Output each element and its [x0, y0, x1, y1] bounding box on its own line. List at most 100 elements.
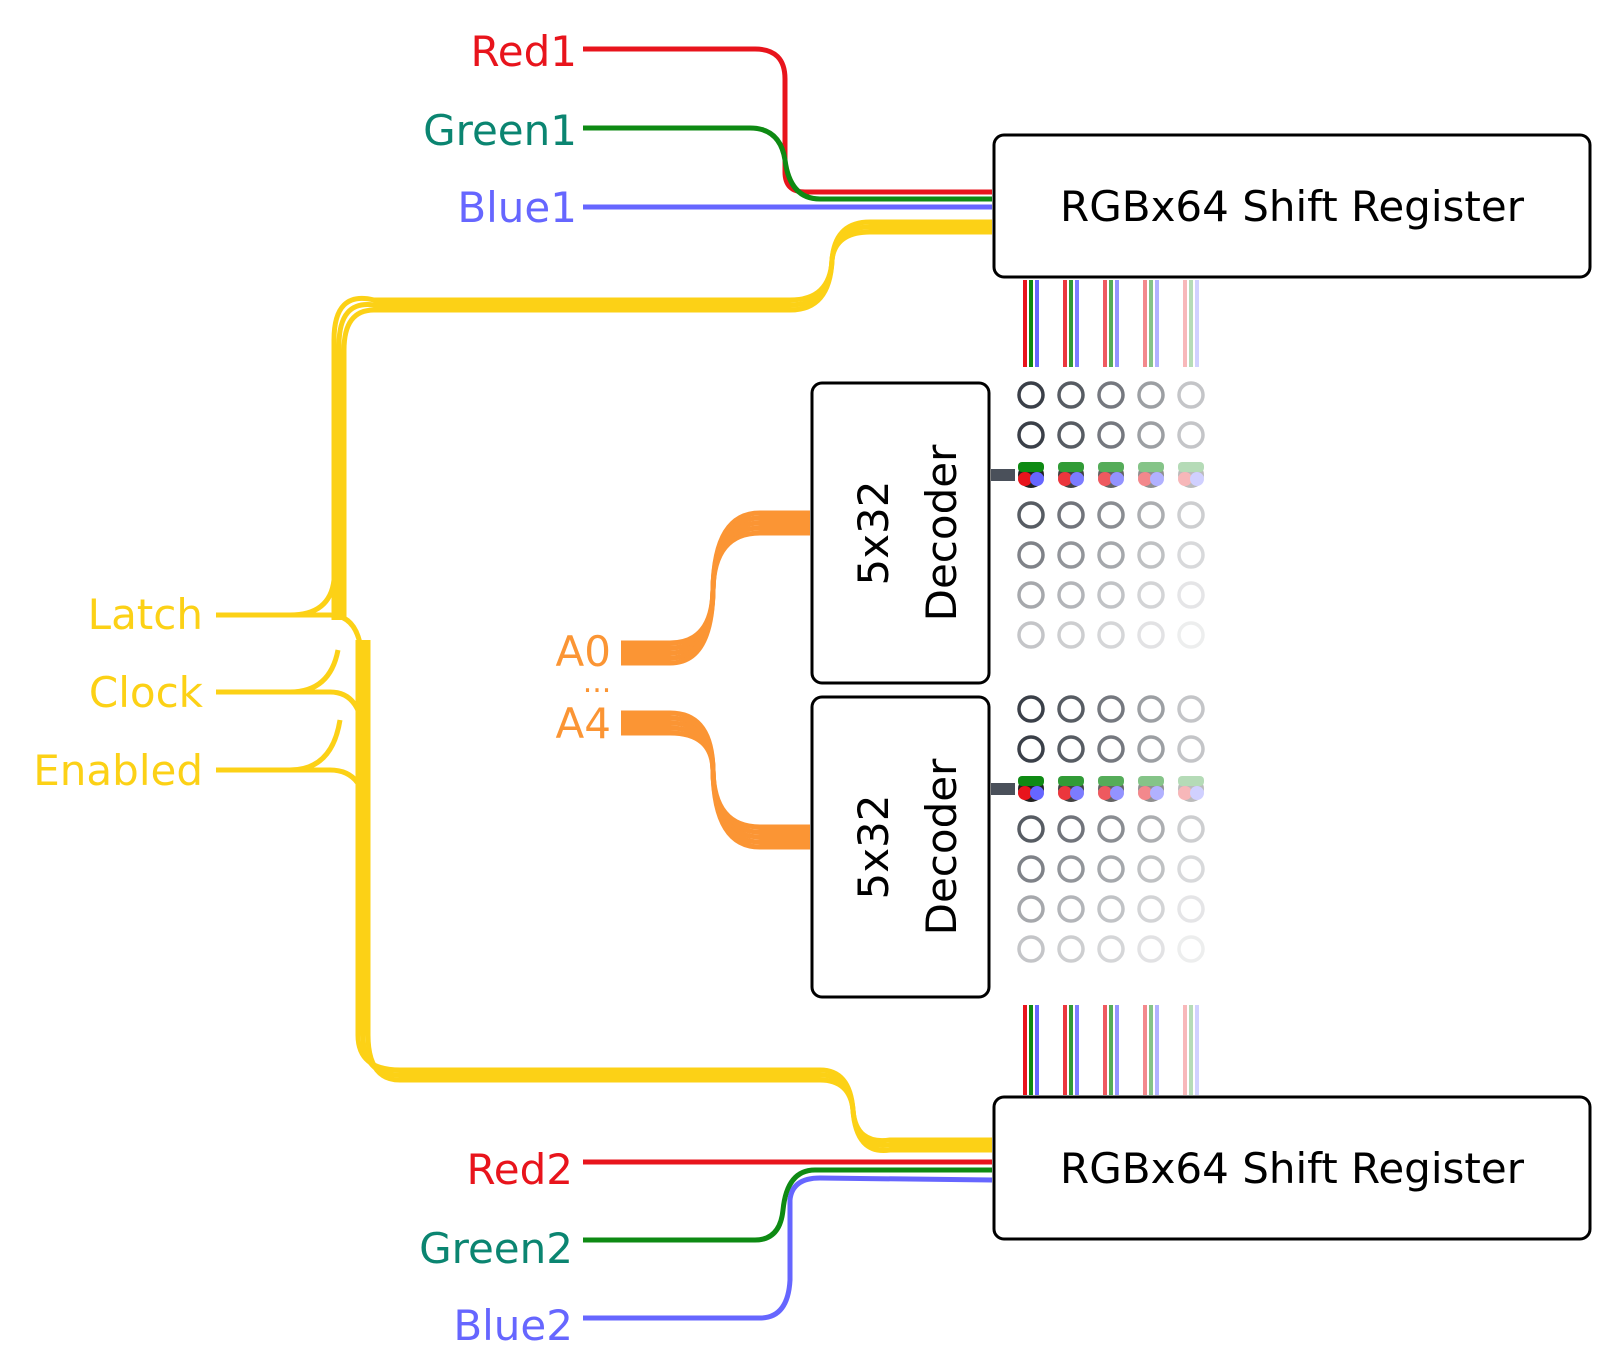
address-label-a0: A0: [556, 627, 611, 676]
row-driver-top: [991, 469, 1015, 481]
led: [1017, 895, 1045, 923]
led-active: [1018, 776, 1044, 802]
decoder-top-name-label: Decoder: [917, 444, 966, 621]
led: [1177, 621, 1205, 649]
led: [1177, 735, 1205, 763]
wire-clock: [216, 649, 341, 695]
address-bus-wires: [621, 510, 810, 850]
led: [1137, 581, 1165, 609]
address-line-top: [621, 525, 810, 661]
signal-label-red1: Red1: [470, 27, 577, 76]
led: [1057, 815, 1085, 843]
led: [1177, 381, 1205, 409]
wire-latch: [216, 579, 337, 618]
led: [1177, 855, 1205, 883]
signal-label-enabled: Enabled: [33, 746, 203, 795]
led: [1177, 541, 1205, 569]
led: [1057, 695, 1085, 723]
led: [1177, 895, 1205, 923]
wire-enabled: [216, 719, 343, 773]
led: [1097, 381, 1125, 409]
led-active: [1058, 776, 1084, 802]
control-bus-wires: [216, 219, 992, 1153]
led: [1017, 581, 1045, 609]
led-active: [1018, 462, 1044, 488]
led: [1097, 855, 1125, 883]
led: [1097, 695, 1125, 723]
led: [1137, 381, 1165, 409]
led: [1097, 541, 1125, 569]
led: [1097, 581, 1125, 609]
led: [1097, 421, 1125, 449]
shift-register-top-label: RGBx64 Shift Register: [1060, 182, 1525, 231]
led-active: [1138, 776, 1164, 802]
decoder-bottom: 5x32 Decoder: [810, 695, 991, 999]
led: [1137, 815, 1165, 843]
wire-latch-branch: [290, 612, 365, 661]
shift-register-bottom: RGBx64 Shift Register: [992, 1095, 1592, 1241]
address-label-a4: A4: [556, 699, 611, 748]
shift-register-top: RGBx64 Shift Register: [992, 133, 1592, 279]
led: [1017, 695, 1045, 723]
address-line-bottom: [621, 730, 810, 850]
led-active: [1138, 462, 1164, 488]
led: [1177, 935, 1205, 963]
wire-blue2: [583, 1175, 993, 1321]
signal-label-clock: Clock: [89, 668, 204, 717]
led: [1137, 421, 1165, 449]
led: [1137, 935, 1165, 963]
signal-label-red2: Red2: [466, 1145, 573, 1194]
led: [1057, 381, 1085, 409]
led: [1097, 735, 1125, 763]
control-bus-bottom-line: [365, 640, 992, 1153]
led: [1137, 541, 1165, 569]
led: [1097, 815, 1125, 843]
led: [1017, 815, 1045, 843]
signal-label-green2: Green2: [419, 1224, 573, 1273]
led: [1017, 381, 1045, 409]
led: [1137, 735, 1165, 763]
shift-register-bottom-label: RGBx64 Shift Register: [1060, 1144, 1525, 1193]
led-active: [1178, 462, 1204, 488]
led: [1017, 935, 1045, 963]
led: [1137, 855, 1165, 883]
wire-green1: [583, 125, 992, 202]
led: [1177, 815, 1205, 843]
led-active: [1178, 776, 1204, 802]
wire-green2: [583, 1167, 992, 1243]
decoder-top-size-label: 5x32: [849, 480, 898, 585]
led: [1177, 695, 1205, 723]
led: [1017, 501, 1045, 529]
led: [1017, 855, 1045, 883]
address-ellipsis: ...: [583, 665, 612, 700]
wire-enabled-branch: [290, 767, 371, 821]
control-bus-top-line: [341, 229, 992, 620]
signal-label-green1: Green1: [423, 106, 577, 155]
led: [1177, 581, 1205, 609]
led: [1057, 895, 1085, 923]
rgb-data-wires: [583, 46, 993, 1321]
column-wires: [1023, 280, 1199, 1095]
led: [1137, 621, 1165, 649]
control-bus-top-line: [331, 219, 992, 620]
decoder-bottom-name-label: Decoder: [917, 758, 966, 935]
led: [1017, 621, 1045, 649]
led: [1057, 501, 1085, 529]
led-active: [1098, 776, 1124, 802]
signal-label-blue1: Blue1: [457, 183, 577, 232]
led: [1057, 935, 1085, 963]
led: [1057, 541, 1085, 569]
led: [1177, 421, 1205, 449]
led: [1097, 935, 1125, 963]
led-active: [1058, 462, 1084, 488]
led: [1057, 855, 1085, 883]
led: [1057, 421, 1085, 449]
led: [1097, 621, 1125, 649]
wire-clock-branch: [290, 689, 367, 741]
led: [1017, 541, 1045, 569]
led: [1137, 501, 1165, 529]
led: [1097, 895, 1125, 923]
led: [1057, 581, 1085, 609]
decoder-bottom-size-label: 5x32: [849, 794, 898, 899]
